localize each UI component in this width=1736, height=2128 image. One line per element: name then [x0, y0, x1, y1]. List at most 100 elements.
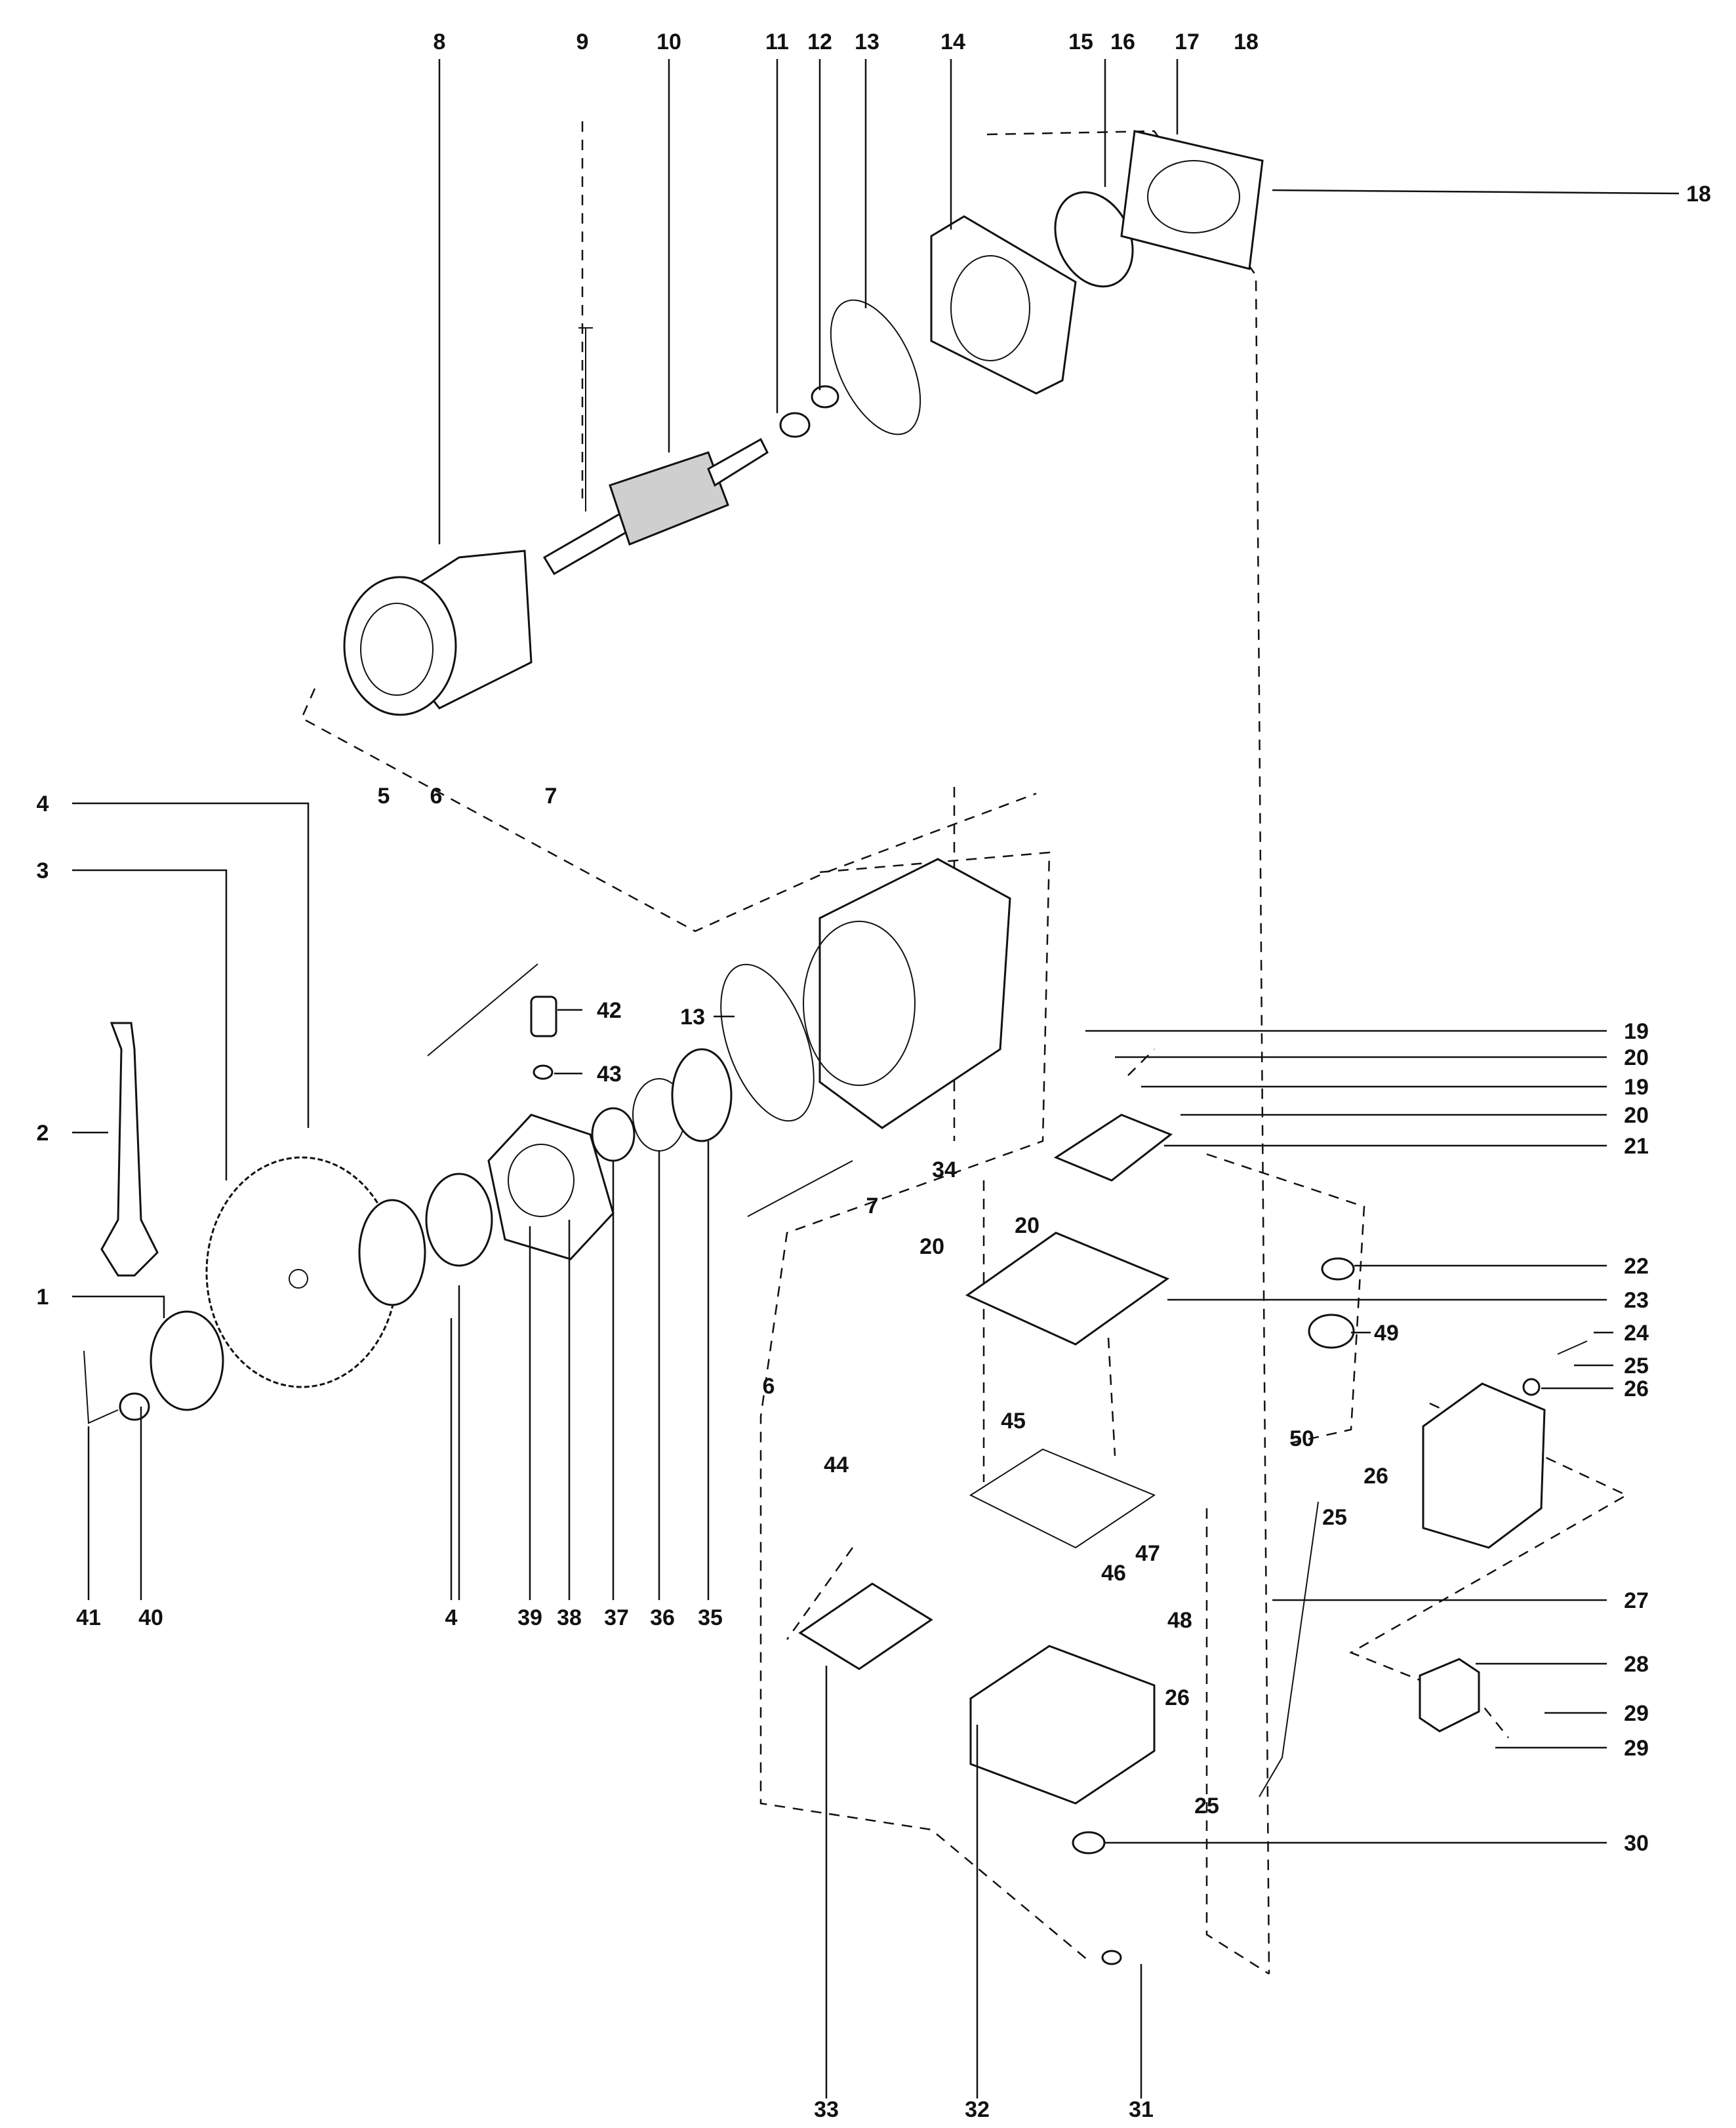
callout-46: 46 — [1101, 1561, 1126, 1586]
nut-26-top — [1522, 1378, 1541, 1396]
callout-34: 34 — [932, 1157, 957, 1182]
callout-21: 21 — [1624, 1134, 1649, 1159]
callout-1: 1 — [37, 1285, 49, 1310]
callout-20-d: 20 — [1015, 1213, 1040, 1238]
callout-6-top: 6 — [430, 784, 443, 809]
washer-12 — [811, 385, 839, 409]
callout-18-top: 18 — [1234, 30, 1259, 54]
callout-19-a: 19 — [1624, 1019, 1649, 1044]
clamp-30 — [1072, 1831, 1106, 1855]
callout-29-a: 29 — [1624, 1701, 1649, 1726]
callout-16: 16 — [1110, 30, 1135, 54]
callout-22: 22 — [1624, 1254, 1649, 1279]
callout-48: 48 — [1167, 1608, 1192, 1633]
stator-34 — [803, 858, 1011, 1129]
callout-30: 30 — [1624, 1831, 1649, 1856]
cap-22 — [1321, 1257, 1355, 1281]
wrench-2 — [100, 1022, 159, 1277]
plate-39 — [425, 1173, 493, 1267]
callout-29-b: 29 — [1624, 1736, 1649, 1761]
inner-flange-5 — [358, 1199, 426, 1306]
callout-26-c: 26 — [1165, 1685, 1190, 1710]
callout-49: 49 — [1374, 1321, 1399, 1346]
callout-47: 47 — [1135, 1541, 1160, 1566]
callout-43: 43 — [597, 1062, 622, 1087]
bolt-24 — [1557, 1340, 1588, 1355]
callout-44: 44 — [824, 1453, 849, 1477]
cable-27 — [1259, 1501, 1319, 1797]
callout-25-c: 25 — [1194, 1794, 1219, 1818]
callout-7-top: 7 — [545, 784, 557, 809]
switch-housing — [1422, 1382, 1546, 1549]
callout-41: 41 — [76, 1605, 101, 1630]
grommet-31 — [1101, 1950, 1122, 1965]
callout-3: 3 — [37, 858, 49, 883]
leader-lines — [72, 59, 1680, 2098]
callout-2: 2 — [37, 1121, 49, 1146]
ring-13-top — [830, 299, 921, 435]
callout-32: 32 — [965, 2097, 990, 2122]
motor-housing-8 — [343, 550, 533, 716]
armature-10 — [542, 437, 769, 576]
callout-45: 45 — [1001, 1409, 1026, 1434]
cover-23 — [965, 1232, 1170, 1346]
callout-19-b: 19 — [1624, 1075, 1649, 1100]
callout-4-top: 4 — [37, 792, 49, 816]
switch-28 — [1419, 1658, 1480, 1733]
callout-26-b: 26 — [1363, 1464, 1388, 1489]
bearing-37 — [591, 1107, 636, 1162]
terminal-box-32 — [969, 1645, 1156, 1805]
plate-21 — [1053, 1114, 1173, 1182]
callout-24: 24 — [1624, 1321, 1649, 1346]
callout-35: 35 — [698, 1605, 723, 1630]
callout-40: 40 — [138, 1605, 163, 1630]
callout-20-b: 20 — [1624, 1103, 1649, 1128]
callout-28: 28 — [1624, 1652, 1649, 1677]
end-cover-14 — [930, 215, 1077, 395]
callout-4-bottom: 4 — [445, 1605, 458, 1630]
callout-20-c: 20 — [919, 1234, 944, 1259]
callout-17: 17 — [1175, 30, 1200, 54]
callout-37: 37 — [604, 1605, 629, 1630]
grille-17 — [1120, 130, 1264, 270]
callout-14: 14 — [940, 30, 965, 54]
part-drawings — [83, 130, 1588, 1965]
callout-42: 42 — [597, 998, 622, 1023]
callout-20-a: 20 — [1624, 1045, 1649, 1070]
callout-36: 36 — [650, 1605, 675, 1630]
ring-13-mid — [720, 963, 815, 1122]
callout-15: 15 — [1068, 30, 1093, 54]
callout-27: 27 — [1624, 1588, 1649, 1613]
rod-6-top — [427, 963, 538, 1056]
callout-26-a: 26 — [1624, 1376, 1649, 1401]
callout-38: 38 — [557, 1605, 582, 1630]
callout-5: 5 — [378, 784, 390, 809]
callout-8: 8 — [434, 30, 446, 54]
flange-ring-35 — [671, 1048, 733, 1142]
outer-flange-1 — [150, 1310, 224, 1411]
pin-9 — [578, 327, 593, 512]
callout-18-right: 18 — [1686, 182, 1711, 207]
callout-31: 31 — [1129, 2097, 1154, 2122]
callout-39: 39 — [517, 1605, 542, 1630]
nut-40 — [119, 1392, 150, 1421]
washer-43 — [533, 1064, 554, 1080]
callout-25-b: 25 — [1322, 1505, 1347, 1530]
callout-9: 9 — [576, 30, 589, 54]
callout-23: 23 — [1624, 1288, 1649, 1313]
callout-13-mid: 13 — [680, 1005, 705, 1030]
callout-12: 12 — [807, 30, 832, 54]
callout-50: 50 — [1289, 1426, 1314, 1451]
capacitor-33 — [798, 1582, 933, 1670]
gasket-45 — [969, 1448, 1156, 1549]
assembly-guide-lines — [300, 121, 1628, 1975]
callout-33: 33 — [814, 2097, 839, 2122]
key-42 — [530, 995, 557, 1037]
rod-6-lower — [747, 1160, 853, 1217]
callout-6-mid: 6 — [763, 1374, 775, 1399]
knob-49 — [1308, 1314, 1355, 1349]
callout-13-top: 13 — [855, 30, 879, 54]
hex-key-41 — [83, 1350, 119, 1424]
callout-25-a: 25 — [1624, 1354, 1649, 1378]
